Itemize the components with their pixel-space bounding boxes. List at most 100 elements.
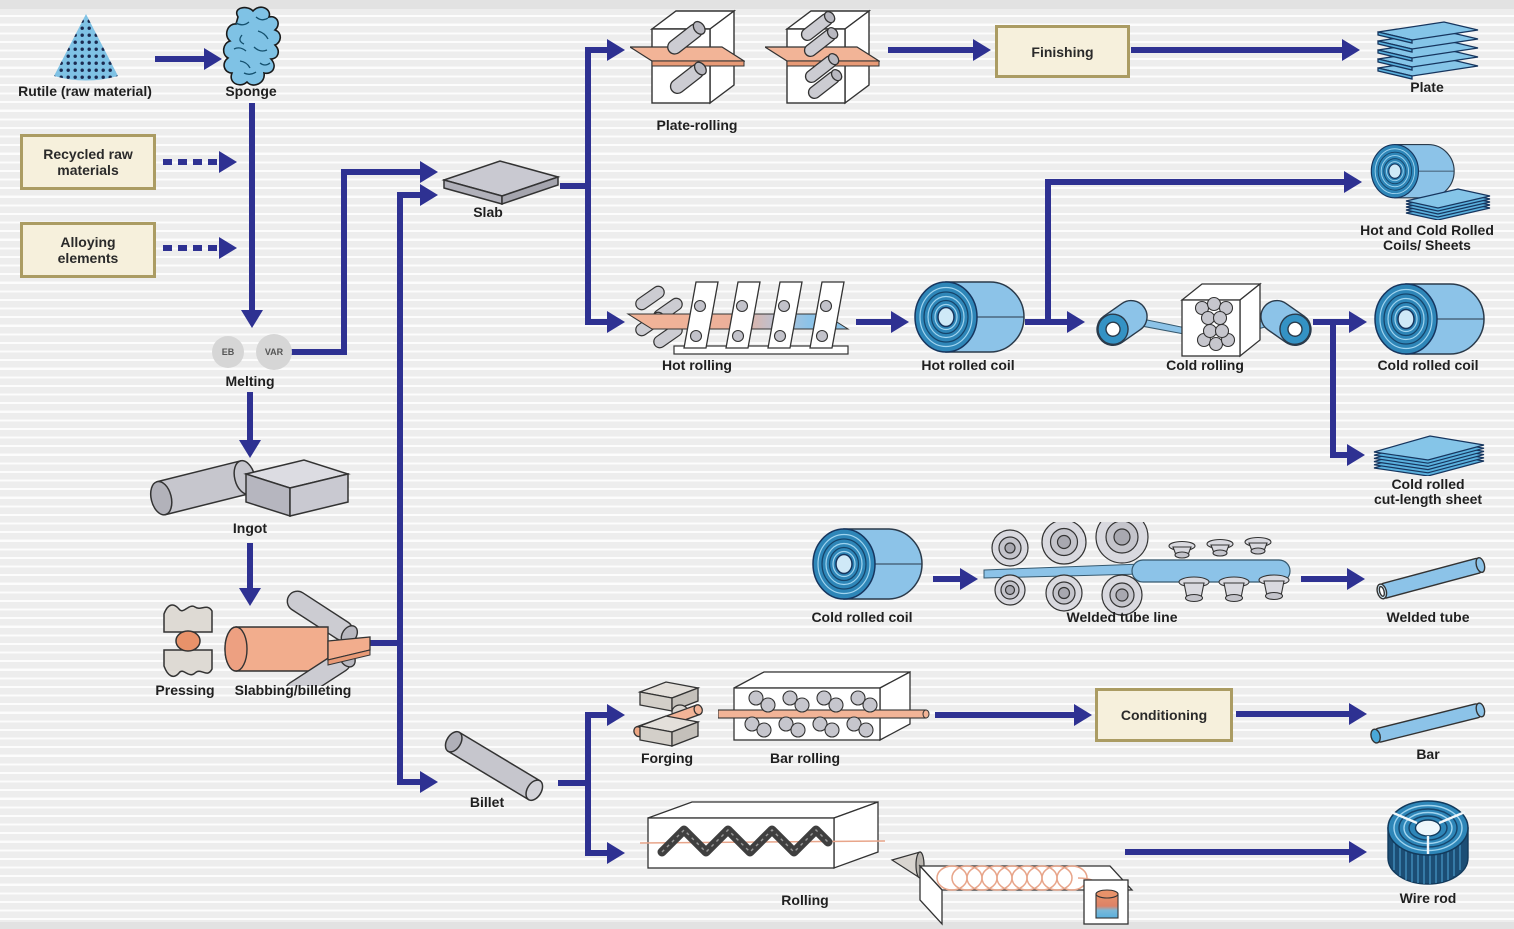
- line-slabbing-out: [368, 640, 400, 646]
- cut-length-sheet-icon: [1373, 435, 1485, 476]
- rutile-icon: [54, 14, 118, 81]
- arrowhead: [1344, 171, 1362, 193]
- hot-rolled-coil-label: Hot rolled coil: [921, 357, 1015, 373]
- sponge-label: Sponge: [225, 83, 277, 99]
- cold-rolled-coil2-label: Cold rolled coil: [811, 609, 913, 625]
- ingot-label: Ingot: [232, 520, 268, 536]
- arrowhead: [239, 588, 261, 606]
- arrowhead: [607, 704, 625, 726]
- plate-label: Plate: [1410, 79, 1444, 95]
- arrow-barrolling-conditioning: [935, 712, 1075, 718]
- eb-melting-circle: EB: [212, 336, 244, 368]
- line-melting-up: [341, 169, 347, 355]
- dashed-arrow-recycled: [163, 159, 219, 165]
- billet-label: Billet: [469, 794, 505, 810]
- ingot-icon: [149, 459, 351, 518]
- cold-rolled-coil-label: Cold rolled coil: [1377, 357, 1479, 373]
- cold-rolling-mill-icon: [1096, 282, 1312, 358]
- cooling-conveyor-icon: [890, 851, 1134, 926]
- cold-rolled-coil-icon: [1374, 283, 1485, 355]
- arrow-conditioning-bar: [1236, 711, 1350, 717]
- arrow-finishing-plate: [1131, 47, 1343, 53]
- arrowhead: [1349, 703, 1367, 725]
- line-into-slab: [397, 192, 421, 198]
- var-melting-circle: VAR: [256, 334, 292, 370]
- recycled-label: Recycled raw materials: [43, 146, 133, 178]
- arrow-coil2-tubeline: [933, 576, 961, 582]
- arrowhead: [1342, 39, 1360, 61]
- line-to-rolling: [585, 850, 608, 856]
- cold-rolling-label: Cold rolling: [1166, 357, 1244, 373]
- arrowhead: [891, 311, 909, 333]
- hot-rolling-label: Hot rolling: [662, 357, 732, 373]
- arrowhead: [420, 161, 438, 183]
- pressing-label: Pressing: [155, 682, 215, 698]
- line-to-hot-rolling: [585, 319, 608, 325]
- slab-icon: [441, 160, 561, 206]
- hot-cold-coils-sheets-icon: [1370, 143, 1491, 220]
- line-to-forging: [585, 712, 608, 718]
- hot-cold-coils-sheets-label: Hot and Cold Rolled Coils/ Sheets: [1360, 223, 1494, 252]
- welded-tube-line-label: Welded tube line: [1066, 609, 1178, 625]
- arrow-melting-ingot: [247, 392, 253, 440]
- sponge-icon: [222, 6, 282, 86]
- cut-length-line2: cut-length sheet: [1373, 490, 1483, 507]
- eb-label: EB: [221, 347, 235, 357]
- bar-rolling-mill-icon: [718, 670, 930, 742]
- hot-rolling-mill-icon: [626, 281, 850, 355]
- bottom-edge: [0, 922, 1514, 929]
- pressing-icon: [163, 604, 213, 678]
- arrowhead: [607, 842, 625, 864]
- arrowhead: [1347, 568, 1365, 590]
- arrowhead: [420, 184, 438, 206]
- arrowhead: [607, 311, 625, 333]
- line-sponge-down: [249, 103, 255, 310]
- arrowhead: [241, 310, 263, 328]
- rolling-label: Rolling: [781, 892, 829, 908]
- arrowhead: [219, 151, 237, 173]
- top-edge: [0, 0, 1514, 9]
- arrow-conveyor-wirerod: [1125, 849, 1350, 855]
- hot-cold-line2: Coils/ Sheets: [1383, 236, 1471, 253]
- finishing-label: Finishing: [1031, 43, 1094, 60]
- bar-label: Bar: [1416, 746, 1440, 762]
- bar-rolling-label: Bar rolling: [769, 750, 841, 766]
- line-vertical-588-bottom: [585, 712, 591, 856]
- arrowhead: [420, 771, 438, 793]
- melting-label: Melting: [225, 373, 275, 389]
- line-vertical-1048: [1045, 179, 1051, 325]
- line-vertical-400: [397, 192, 403, 785]
- alloying-label: Alloying elements: [57, 234, 119, 266]
- forging-icon: [633, 681, 703, 747]
- arrow-ingot-pressing: [247, 543, 253, 588]
- forging-label: Forging: [640, 750, 694, 766]
- line-to-plate-rolling: [585, 47, 608, 53]
- arrow-platerolling-finishing: [888, 47, 974, 53]
- arrowhead: [960, 568, 978, 590]
- hot-rolled-coil-icon: [914, 281, 1025, 353]
- finishing-box: Finishing: [995, 25, 1130, 78]
- cut-length-line1: Cold rolled: [1391, 476, 1465, 492]
- arrowhead: [973, 39, 991, 61]
- dashed-arrow-alloying: [163, 245, 219, 251]
- slabbing-billeting-icon: [224, 590, 371, 686]
- conditioning-label: Conditioning: [1120, 707, 1208, 723]
- arrow-hotrolling-coil: [856, 319, 892, 325]
- arrowhead: [1349, 311, 1367, 333]
- line-to-cutlength: [1330, 452, 1348, 458]
- arrowhead: [1074, 704, 1092, 726]
- line-slab-out: [560, 183, 588, 189]
- line-to-coils-sheets: [1045, 179, 1345, 185]
- line-vertical-1333: [1330, 322, 1336, 455]
- rolling-mill-icon: [640, 801, 885, 869]
- rutile-label: Rutile (raw material): [18, 83, 152, 99]
- wire-rod-label: Wire rod: [1399, 890, 1457, 906]
- wire-rod-icon: [1387, 800, 1469, 885]
- conditioning-box: Conditioning: [1095, 688, 1233, 742]
- slab-label: Slab: [473, 204, 503, 220]
- welded-tube-label: Welded tube: [1386, 609, 1470, 625]
- plate-stack-icon: [1377, 21, 1479, 80]
- line-melting-right: [291, 349, 347, 355]
- arrowhead: [219, 237, 237, 259]
